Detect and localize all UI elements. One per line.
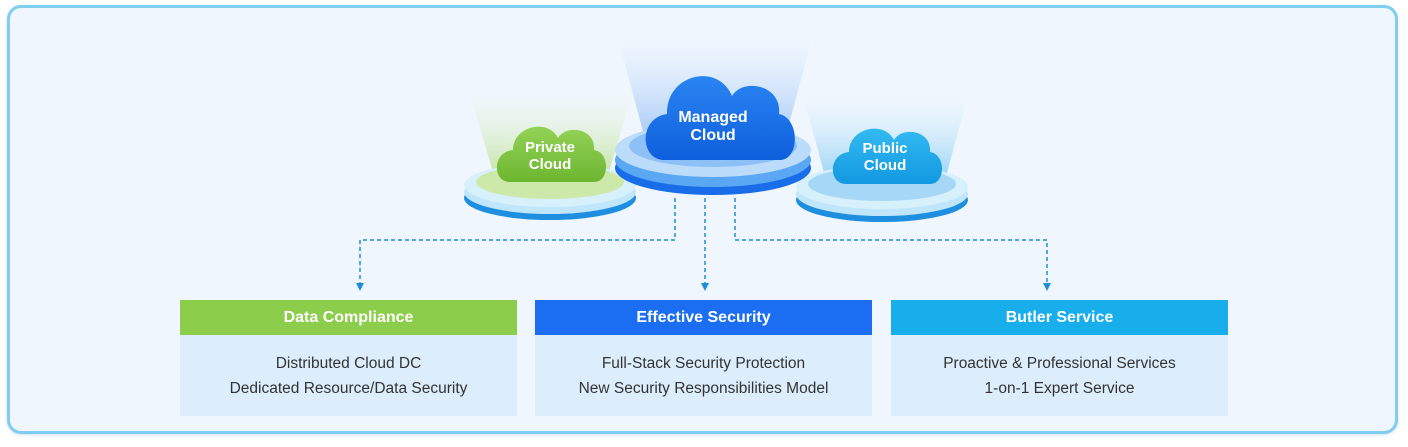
connector-butler-service xyxy=(734,198,1051,291)
managed-cloud-label: Managed Cloud xyxy=(668,109,758,146)
private-cloud-line2: Cloud xyxy=(528,156,572,174)
managed-cloud-shape xyxy=(645,76,795,160)
managed-cloud-line2: Cloud xyxy=(690,127,736,145)
private-cloud-line1: Private xyxy=(524,139,576,156)
connectors xyxy=(356,198,1051,291)
public-cloud-shape xyxy=(832,128,942,184)
card-line: Distributed Cloud DC xyxy=(275,354,422,372)
private-cloud-shape xyxy=(496,126,606,182)
public-cloud-label: Public Cloud xyxy=(850,140,920,175)
connector-data-compliance xyxy=(356,198,676,291)
private-cloud-label: Private Cloud xyxy=(515,139,585,174)
card-title-butler-service: Butler Service xyxy=(891,300,1228,335)
managed-cloud-line1: Managed xyxy=(678,109,748,126)
public-cloud-line1: Public xyxy=(862,140,908,157)
card-line: Dedicated Resource/Data Security xyxy=(229,379,468,397)
card-body-data-compliance: Distributed Cloud DC Dedicated Resource/… xyxy=(180,335,517,416)
card-line: Proactive & Professional Services xyxy=(943,354,1176,372)
card-body-butler-service: Proactive & Professional Services 1-on-1… xyxy=(891,335,1228,416)
public-cloud-line2: Cloud xyxy=(863,157,907,175)
card-line: 1-on-1 Expert Service xyxy=(984,379,1135,397)
card-butler-service: Butler Service Proactive & Professional … xyxy=(891,300,1228,416)
card-title-data-compliance: Data Compliance xyxy=(180,300,517,335)
card-data-compliance: Data Compliance Distributed Cloud DC Ded… xyxy=(180,300,517,416)
card-effective-security: Effective Security Full-Stack Security P… xyxy=(535,300,872,416)
card-body-effective-security: Full-Stack Security Protection New Secur… xyxy=(535,335,872,416)
card-line: Full-Stack Security Protection xyxy=(601,354,806,372)
card-line: New Security Responsibilities Model xyxy=(578,379,829,397)
card-title-effective-security: Effective Security xyxy=(535,300,872,335)
